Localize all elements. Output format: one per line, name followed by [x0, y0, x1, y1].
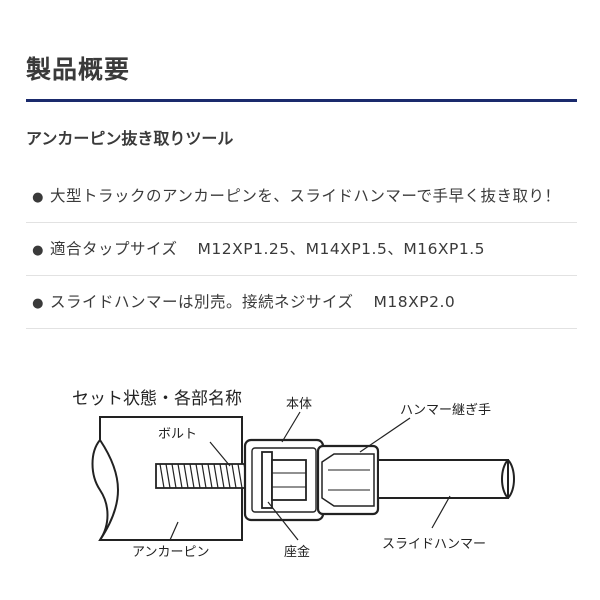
label-anchor-pin: アンカーピン	[132, 545, 209, 560]
diagram-title: セット状態・各部名称	[72, 389, 242, 409]
label-hammer-joint: ハンマー継ぎ手	[400, 403, 491, 418]
feature-item: ● 大型トラックのアンカーピンを、スライドハンマーで手早く抜き取り！	[26, 170, 577, 223]
feature-text: スライドハンマーは別売。接続ネジサイズ	[50, 293, 354, 311]
label-washer: 座金	[284, 544, 310, 560]
washer-shape	[261, 451, 273, 509]
assembly-diagram: セット状態・各部名称 本体 ハンマー継ぎ手 ボルト	[72, 389, 515, 560]
feature-text: 大型トラックのアンカーピンを、スライドハンマーで手早く抜き取り！	[50, 187, 561, 205]
label-body: 本体	[286, 397, 312, 412]
feature-item: ● スライドハンマーは別売。接続ネジサイズ M18XP2.0	[26, 276, 577, 329]
title-rule	[26, 99, 577, 102]
slide-hammer-end	[501, 459, 509, 499]
leader-lines	[169, 411, 451, 541]
product-name: アンカーピン抜き取りツール	[26, 129, 234, 148]
anchor-pin-end	[91, 439, 109, 541]
hammer-joint-hex	[321, 453, 375, 507]
slide-hammer-end	[507, 459, 515, 499]
label-slide-hammer: スライドハンマー	[382, 537, 486, 552]
nut-shape	[271, 459, 307, 501]
feature-item: ● 適合タップサイズ M12XP1.25、M14XP1.5、M16XP1.5	[26, 223, 577, 276]
feature-spec: M18XP2.0	[373, 293, 456, 311]
feature-list: ● 大型トラックのアンカーピンを、スライドハンマーで手早く抜き取り！ ● 適合タップ…	[26, 170, 577, 329]
label-bolt: ボルト	[158, 427, 197, 442]
bullet-icon: ●	[32, 296, 44, 311]
bullet-icon: ●	[32, 190, 44, 205]
section-title: 製品概要	[26, 55, 131, 84]
bullet-icon: ●	[32, 243, 44, 258]
feature-spec: M12XP1.25、M14XP1.5、M16XP1.5	[197, 240, 486, 258]
feature-text: 適合タップサイズ	[50, 240, 178, 258]
slide-hammer-shape	[377, 459, 509, 499]
